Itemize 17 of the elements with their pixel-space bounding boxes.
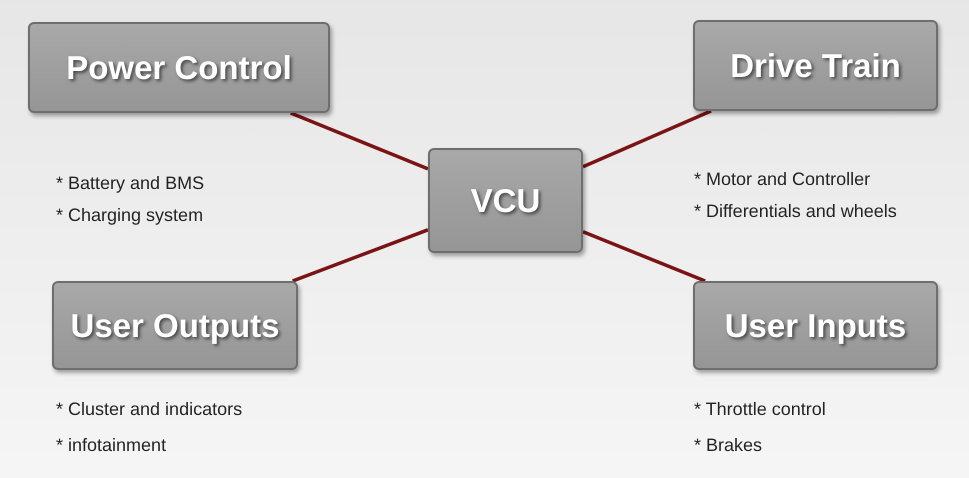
bullet-text: * Brakes (694, 434, 762, 457)
block-box: Power Control (28, 22, 330, 113)
block-box: User Inputs (693, 281, 938, 370)
bullet-text: * Cluster and indicators (56, 398, 242, 421)
block-box: User Outputs (52, 281, 298, 370)
block-box: Drive Train (693, 20, 938, 111)
connector-line (292, 228, 429, 283)
bullet-text: * Charging system (56, 204, 204, 227)
bullet-text: * Motor and Controller (694, 168, 870, 191)
bullet-text: * Differentials and wheels (694, 200, 897, 223)
connector-line (582, 109, 712, 168)
bullet-text: * Battery and BMS (56, 172, 204, 195)
connector-line (290, 111, 429, 171)
bullet-text: * Throttle control (694, 398, 826, 421)
connector-line (582, 230, 706, 283)
bullet-text: * infotainment (56, 434, 166, 457)
block-box: VCU (428, 148, 583, 253)
